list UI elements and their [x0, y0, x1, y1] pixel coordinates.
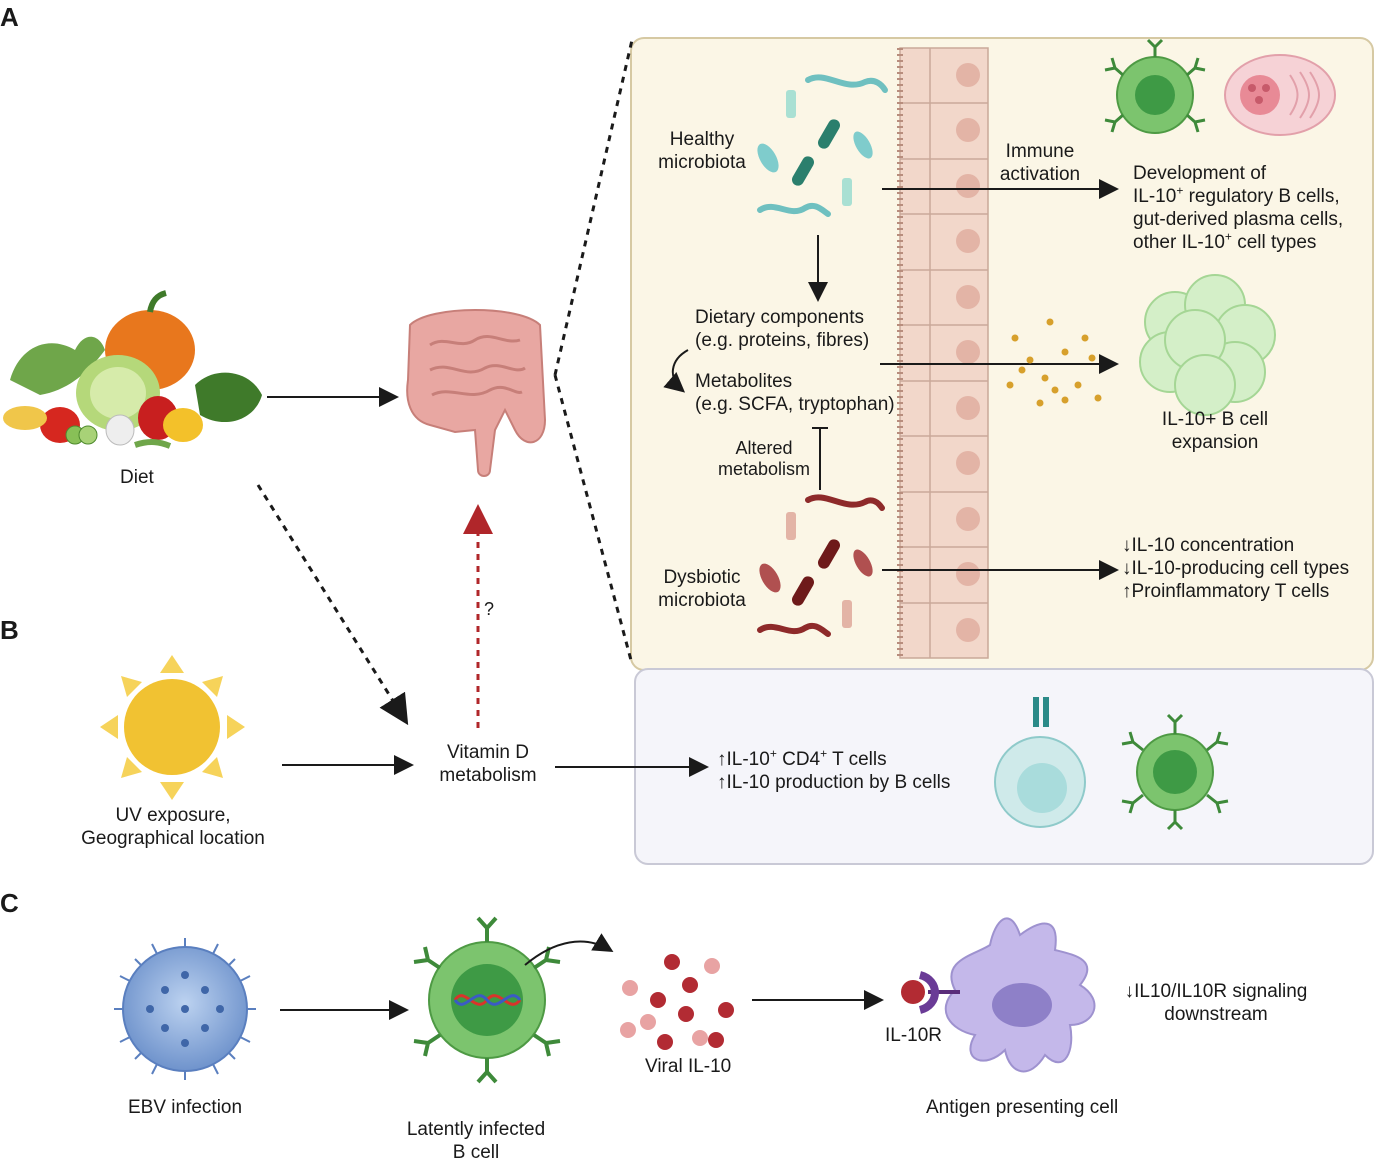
vitd-effect-1: ↑IL-10+ CD4+ T cells	[717, 748, 950, 771]
viral-il10-label: Viral IL-10	[645, 1056, 732, 1077]
healthy-line-1: Healthy	[669, 129, 735, 150]
vitamin-d-effects-label: ↑IL-10+ CD4+ T cells ↑IL-10 production b…	[717, 748, 950, 794]
development-line-3: gut-derived plasma cells,	[1133, 209, 1344, 230]
healthy-line-2: microbiota	[658, 152, 746, 173]
panel-letter-c: C	[0, 888, 19, 918]
vitd-effect-1-sup1: +	[769, 746, 777, 761]
vitd-effect-1-pre: ↑IL-10	[717, 749, 770, 770]
development-line-4-sup: +	[1224, 229, 1232, 244]
development-line-4: other IL-10+ cell types	[1133, 231, 1343, 254]
dysbiotic-line-2: microbiota	[658, 590, 746, 611]
il10-receptor-icon	[901, 971, 960, 1014]
dietary-components-label: Dietary components (e.g. proteins, fibre…	[695, 306, 869, 352]
intestine-icon	[406, 309, 547, 477]
vitd-effect-1-sup2: +	[820, 746, 828, 761]
uv-line-2: Geographical location	[81, 828, 265, 849]
expansion-line-1: IL-10+ B cell	[1161, 409, 1269, 430]
altered-metabolism-label: Altered metabolism	[708, 438, 820, 480]
vitd-line-1: Vitamin D	[446, 742, 529, 763]
vitamin-d-label: Vitamin D metabolism	[425, 741, 551, 787]
latent-b-cell-icon	[413, 916, 561, 1084]
apc-label: Antigen presenting cell	[926, 1097, 1119, 1118]
latent-line-1: Latently infected	[406, 1119, 546, 1140]
development-line-2-sup: +	[1176, 183, 1184, 198]
latently-infected-label: Latently infected B cell	[393, 1118, 559, 1164]
dysbiotic-bacteria-icon	[757, 494, 885, 637]
metabolites-line-2: (e.g. SCFA, tryptophan)	[695, 394, 895, 415]
dysbiosis-effect-3: ↑Proinflammatory T cells	[1122, 581, 1330, 602]
uv-exposure-label: UV exposure, Geographical location	[62, 804, 284, 850]
expansion-label: IL-10+ B cell expansion	[1145, 408, 1285, 454]
development-line-4-post: cell types	[1231, 232, 1317, 253]
altered-line-2: metabolism	[717, 459, 811, 479]
dysbiotic-microbiota-label: Dysbiotic microbiota	[646, 566, 758, 612]
zoom-line-top	[553, 39, 634, 376]
ebv-virus-icon	[114, 938, 256, 1080]
dietary-line-1: Dietary components	[695, 307, 864, 328]
sun-icon	[100, 655, 245, 800]
metabolite-dots-icon	[1006, 318, 1102, 407]
b-cell-cluster-icon	[1139, 274, 1276, 416]
epithelium-column	[897, 47, 989, 659]
dysbiotic-line-1: Dysbiotic	[663, 567, 741, 588]
question-mark-label: ?	[484, 599, 495, 619]
b-cell-icon-panel-b	[1121, 713, 1229, 831]
metabolites-line-1: Metabolites	[695, 371, 793, 392]
expansion-line-2: expansion	[1171, 432, 1259, 453]
arrow-dietary-metabolites	[663, 349, 689, 393]
dysbiosis-effect-1: ↓IL-10 concentration	[1122, 535, 1295, 556]
panel-letter-a: A	[0, 2, 19, 32]
il10r-label: IL-10R	[885, 1025, 943, 1046]
vitd-effect-2: ↑IL-10 production by B cells	[717, 772, 951, 793]
arrow-diet-vitd	[256, 484, 409, 726]
vitd-line-2: metabolism	[439, 765, 537, 786]
plasma-cell-icon	[1224, 54, 1336, 136]
latent-line-2: B cell	[452, 1142, 500, 1163]
development-line-2: IL-10+ regulatory B cells,	[1133, 185, 1343, 208]
development-line-1: Development of	[1133, 163, 1267, 184]
panel-letter-b: B	[0, 615, 19, 645]
healthy-bacteria-icon	[757, 74, 888, 217]
healthy-microbiota-label: Healthy microbiota	[646, 128, 758, 174]
t-cell-icon	[994, 697, 1086, 828]
vegetables-icon	[3, 290, 262, 449]
vitd-effect-1-post: T cells	[827, 749, 887, 770]
development-line-2-pre: IL-10	[1133, 186, 1177, 207]
dysbiosis-effect-2: ↓IL-10-producing cell types	[1122, 558, 1350, 579]
immune-line-2: activation	[999, 164, 1081, 185]
arrow-bcell-viral	[524, 933, 614, 966]
zoom-line-bottom	[553, 374, 634, 665]
viral-il10-icon	[620, 954, 734, 1050]
vitd-effect-1-mid: CD4	[776, 749, 821, 770]
diet-label: Diet	[120, 467, 154, 488]
apc-icon	[944, 917, 1096, 1073]
immune-activation-label: Immune activation	[990, 140, 1090, 186]
signal-line-2: downstream	[1164, 1004, 1268, 1025]
uv-line-1: UV exposure,	[115, 805, 231, 826]
metabolites-label: Metabolites (e.g. SCFA, tryptophan)	[695, 370, 895, 416]
immune-line-1: Immune	[1005, 141, 1075, 162]
development-label: Development of IL-10+ regulatory B cells…	[1133, 162, 1343, 254]
development-line-4-pre: other IL-10	[1133, 232, 1225, 253]
dysbiosis-effects-label: ↓IL-10 concentration ↓IL-10-producing ce…	[1122, 534, 1349, 603]
dietary-line-2: (e.g. proteins, fibres)	[695, 330, 870, 351]
ebv-infection-label: EBV infection	[128, 1097, 243, 1118]
regulatory-b-cell-icon	[1104, 38, 1206, 134]
signal-line-1: ↓IL10/IL10R signaling	[1124, 981, 1308, 1002]
development-line-2-post: regulatory B cells,	[1183, 186, 1340, 207]
signaling-label: ↓IL10/IL10R signaling downstream	[1110, 980, 1322, 1026]
altered-line-1: Altered	[735, 438, 793, 458]
